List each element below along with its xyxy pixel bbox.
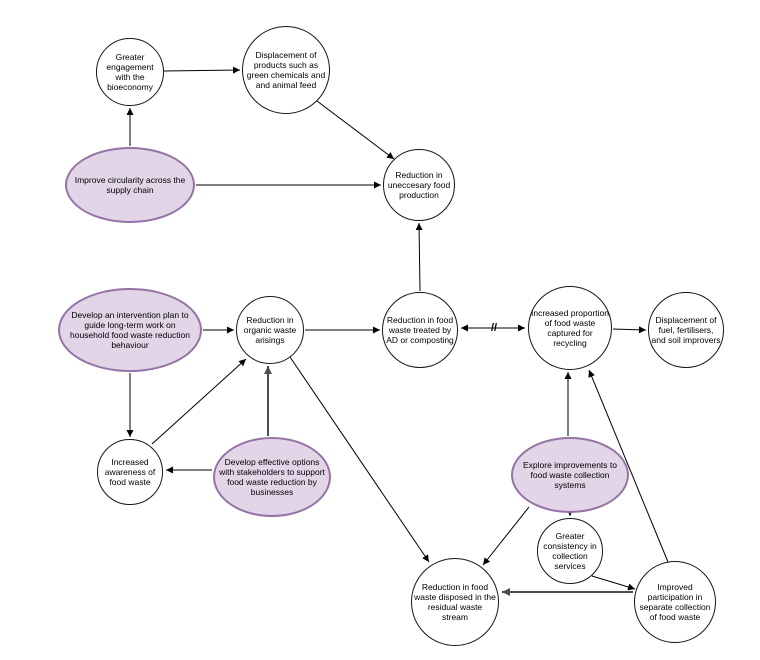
node-reduction-residual-stream: Reduction in food waste disposed in the … [411,558,499,646]
node-effective-options-businesses: Develop effective options with stakehold… [213,437,331,517]
edge-products-to-unnecessary [316,100,395,160]
node-intervention-plan: Develop an intervention plan to guide lo… [58,288,202,372]
node-displacement-products: Displacement of products such as green c… [242,26,330,114]
edge-ad-to-unnecessary [415,222,423,292]
node-displacement-fuel: Displacement of fuel, fertilisers, and s… [648,292,724,368]
edge-consistency-to-participation [591,575,636,591]
edge-organic-to-residual [289,356,430,563]
node-explore-collection-improvements: Explore improvements to food waste colle… [511,437,629,513]
node-reduction-ad-composting: Reduction in food waste treated by AD or… [382,292,458,368]
edge-engagement-to-products [163,66,241,74]
node-increased-proportion-recycling: Increased proportion of food waste captu… [528,286,612,370]
delay-mark: // [491,322,497,334]
node-improved-participation: Improved participation in separate colle… [634,561,716,643]
node-reduction-unnecessary-production: Reduction in uneccesary food production [383,149,455,221]
edge-explore-to-residual [482,506,530,566]
edge-proportion-to-fuel [612,326,647,334]
node-greater-engagement: Greater engagement with the bioeconomy [96,38,164,106]
edge-awareness-to-organic [151,358,247,445]
edge-participation-to-proportion [588,369,669,563]
node-improve-circularity: Improve circularity across the supply ch… [65,147,195,223]
node-increased-awareness: Increased awareness of food waste [97,439,163,505]
node-reduction-organic-waste: Reduction in organic waste arisings [236,296,304,364]
node-greater-consistency: Greater consistency in collection servic… [537,518,603,584]
